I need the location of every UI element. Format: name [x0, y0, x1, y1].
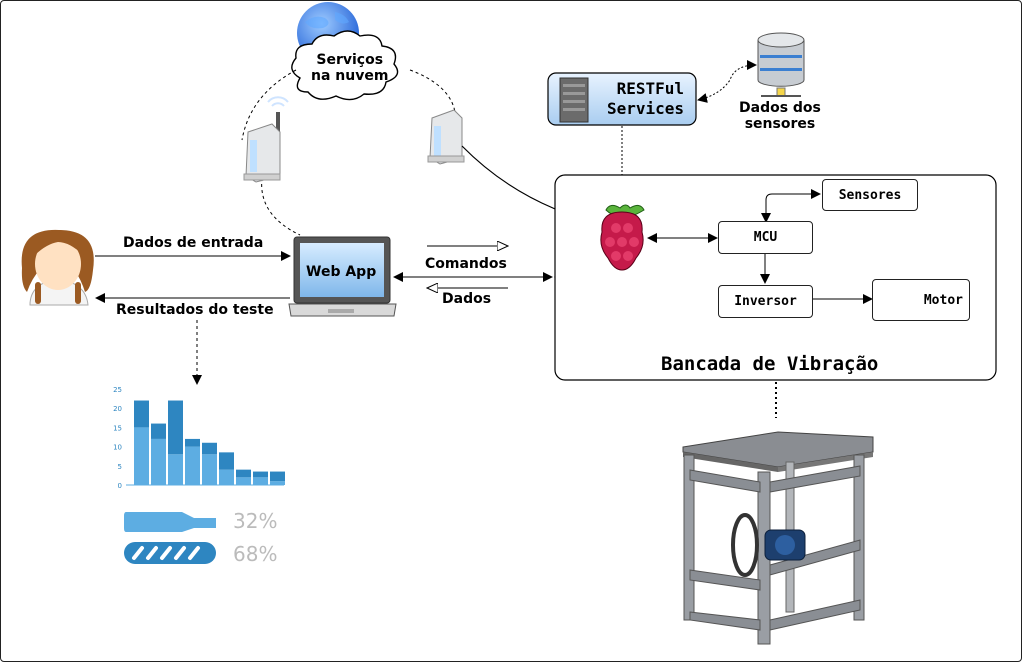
bar — [151, 438, 166, 485]
wifi-router-icon — [427, 109, 465, 165]
bar — [185, 446, 200, 485]
bench-container — [554, 174, 997, 381]
wifi-router-icon — [243, 96, 289, 183]
bar — [253, 471, 268, 478]
cloud-shape — [291, 30, 399, 101]
y-tick-label: 15 — [113, 424, 122, 432]
y-tick-label: 5 — [118, 463, 122, 471]
bottle-value-2: 68% — [233, 542, 278, 566]
bar — [253, 477, 268, 485]
motor-label: Motor — [923, 292, 963, 308]
bench-title: Bancada de Vibração — [661, 353, 879, 375]
bar — [219, 452, 234, 470]
bar — [236, 469, 251, 478]
webapp-label: Web App — [306, 264, 377, 280]
y-tick-label: 10 — [113, 444, 122, 452]
bar — [134, 427, 149, 485]
restful-label: RESTFul Services — [607, 79, 685, 118]
bar — [202, 442, 217, 455]
cloud-label: Serviços na nuvem — [311, 52, 389, 84]
bar — [202, 454, 217, 485]
sensors-box: Sensores — [822, 179, 918, 211]
bar — [219, 469, 234, 485]
bar — [185, 438, 200, 447]
bar — [236, 477, 251, 485]
mcu-box: MCU — [718, 221, 813, 254]
y-tick-label: 0 — [118, 482, 122, 490]
bar — [134, 400, 149, 428]
y-tick-label: 25 — [113, 386, 122, 394]
inverter-box: Inversor — [718, 285, 813, 318]
motor-box: Motor — [872, 279, 970, 321]
database-label: Dados dos sensores — [739, 100, 821, 132]
data-label: Dados — [442, 291, 492, 307]
results-bar-chart: 0 5 10 15 20 25 — [113, 386, 285, 490]
bottle-value-1: 32% — [233, 509, 278, 533]
commands-label: Comandos — [425, 256, 507, 272]
y-tick-label: 20 — [113, 405, 122, 413]
bar — [270, 481, 285, 485]
database-icon — [757, 32, 805, 97]
vibration-bench-image — [668, 418, 874, 646]
bottle-progress-graphic — [124, 512, 216, 564]
bar — [168, 400, 183, 455]
bar — [168, 454, 183, 485]
bar — [151, 423, 166, 439]
bar — [270, 471, 285, 482]
server-icon — [559, 77, 589, 123]
input-data-label: Dados de entrada — [123, 235, 264, 251]
laptop-icon — [288, 236, 397, 317]
raspberry-pi-icon — [600, 204, 645, 271]
user-avatar — [21, 229, 94, 306]
test-results-label: Resultados do teste — [116, 302, 274, 318]
